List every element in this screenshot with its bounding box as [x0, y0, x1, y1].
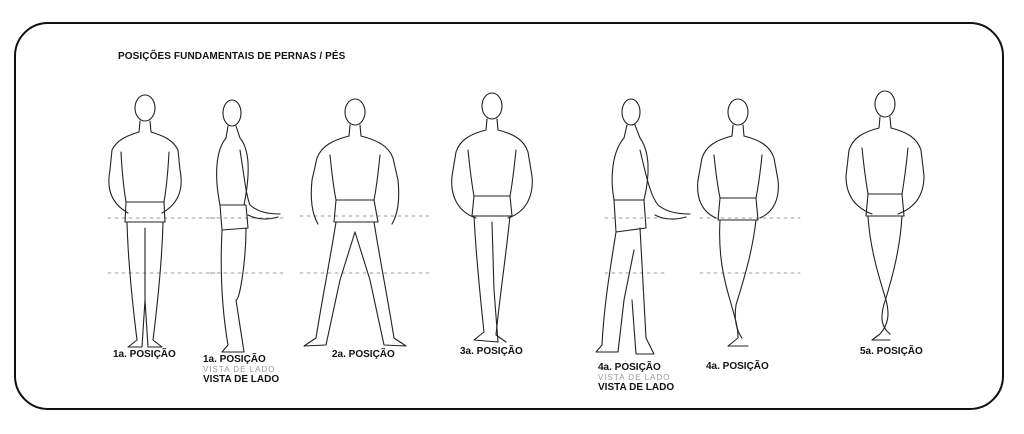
- label-1a-posicao-side-faint: VISTA DE LADO: [203, 366, 279, 374]
- label-5a-posicao: 5a. POSIÇÃO: [860, 346, 923, 358]
- label-1a-posicao-side-sub: VISTA DE LADO: [203, 374, 279, 386]
- figure-1a-posicao-vista-de-lado: [217, 100, 280, 352]
- figure-1a-posicao: [109, 95, 181, 347]
- figure-5a-posicao: [846, 91, 924, 340]
- figure-4a-posicao: [698, 99, 779, 346]
- label-1a-posicao-vista-de-lado: 1a. POSIÇÃO VISTA DE LADO VISTA DE LADO: [203, 354, 279, 386]
- label-1a-posicao: 1a. POSIÇÃO: [113, 349, 176, 361]
- figure-2a-posicao: [304, 99, 406, 346]
- label-4a-posicao-side-sub: VISTA DE LADO: [598, 382, 674, 394]
- label-4a-posicao-vista-de-lado: 4a. POSIÇÃO VISTA DE LADO VISTA DE LADO: [598, 362, 674, 394]
- figure-3a-posicao: [452, 93, 533, 342]
- label-4a-posicao: 4a. POSIÇÃO: [706, 361, 769, 373]
- label-3a-posicao: 3a. POSIÇÃO: [460, 346, 523, 358]
- label-2a-posicao: 2a. POSIÇÃO: [332, 349, 395, 361]
- guide-lines: [108, 216, 800, 273]
- label-4a-posicao-side-faint: VISTA DE LADO: [598, 374, 674, 382]
- figure-4a-posicao-vista-de-lado: [596, 99, 690, 354]
